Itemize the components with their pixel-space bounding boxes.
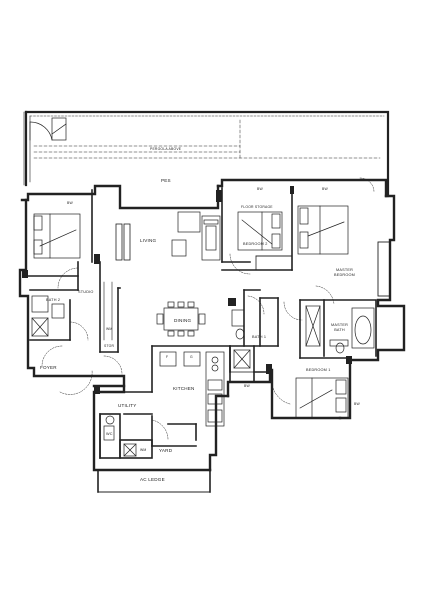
- pes-entry: [29, 117, 67, 141]
- room-label-floor-storage: FLOOR STORAGE: [241, 205, 273, 209]
- wm-label: WM: [140, 448, 147, 452]
- bed-master: [297, 205, 349, 255]
- bed-bedroom2: [237, 211, 283, 251]
- room-label-kitchen: KITCHEN: [173, 386, 195, 391]
- bw-label: BW: [67, 201, 73, 205]
- room-label-living: LIVING: [140, 238, 157, 243]
- room-label-master-bedroom: MASTER BEDROOM: [334, 268, 356, 277]
- living-furniture: [171, 211, 221, 261]
- room-label-studio: STUDIO: [78, 290, 94, 294]
- room-label-utility: UTILITY: [118, 403, 137, 408]
- bw-label: BW: [322, 187, 328, 191]
- bw-label: BW: [354, 402, 360, 406]
- fridge-label: F: [166, 355, 169, 359]
- bed-bedroom-studio: [33, 213, 81, 259]
- bw-label: BW: [244, 384, 250, 388]
- room-label-dining: DINING: [174, 318, 192, 323]
- room-label-bedroom-1: BEDROOM 1: [306, 368, 331, 372]
- ac-ledge: [97, 469, 211, 493]
- room-label-bath-1: BATH 1: [252, 335, 267, 339]
- room-label-foyer: FOYER: [40, 365, 57, 370]
- dining-table: [156, 301, 206, 337]
- kitchen-counters: [159, 351, 225, 427]
- door-swings: [41, 177, 375, 441]
- bed-bedroom1: [295, 377, 349, 419]
- columns: [22, 186, 352, 394]
- wm-label: WM: [106, 327, 113, 331]
- store-label: STOR: [104, 344, 115, 348]
- pergola-outline: [33, 119, 381, 159]
- room-label-yard: YARD: [159, 448, 173, 453]
- pes-boundary: [23, 110, 390, 198]
- room-label-ac-ledge: AC LEDGE: [140, 477, 165, 482]
- room-label-bedroom-2: BEDROOM 2: [243, 242, 268, 246]
- room-label-bath-2: BATH 2: [46, 298, 61, 302]
- cooker-label: G: [190, 355, 193, 359]
- room-label-pes: PES: [161, 178, 171, 183]
- room-label-wc: WC: [106, 432, 113, 436]
- room-label-pergola: PERGOLA ABOVE: [150, 147, 182, 151]
- bw-label: BW: [257, 187, 263, 191]
- bath-fixtures: [31, 295, 375, 457]
- room-label-master-bath: MASTER BATH: [331, 323, 349, 332]
